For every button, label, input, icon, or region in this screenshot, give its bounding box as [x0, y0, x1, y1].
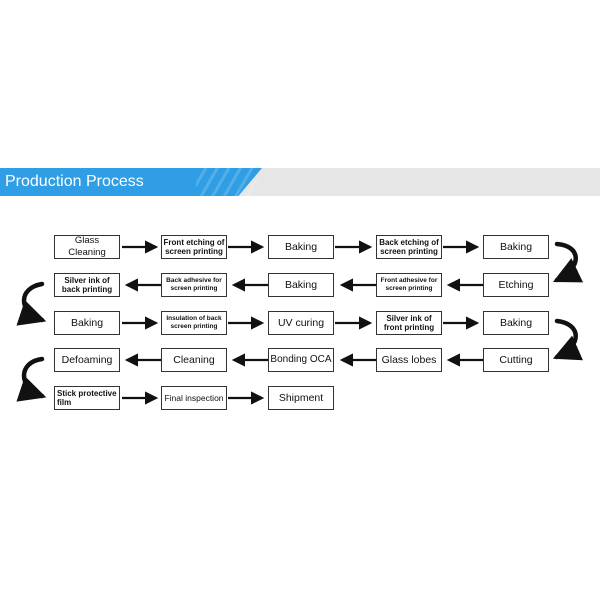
step-box-front-adhesive: Front adhesive for screen printing: [376, 273, 442, 297]
step-label: Etching: [498, 279, 534, 291]
step-box-final-inspection: Final inspection: [161, 386, 227, 410]
step-label: Baking: [284, 279, 318, 291]
step-box-silver-front: Silver ink of front printing: [376, 311, 442, 335]
step-label: Insulation of back screen printing: [166, 315, 222, 330]
step-box-uv-curing: UV curing: [268, 311, 334, 335]
step-box-etching: Etching: [483, 273, 549, 297]
step-box-back-etching: Back etching of screen printing: [376, 235, 442, 259]
step-label: Front adhesive for screen printing: [380, 277, 438, 292]
step-box-baking-5: Baking: [483, 311, 549, 335]
step-box-front-etching: Front etching of screen printing: [161, 235, 227, 259]
step-label: Shipment: [278, 392, 324, 404]
step-label: Stick protective film: [57, 389, 117, 407]
step-box-baking-2: Baking: [483, 235, 549, 259]
step-label: Baking: [499, 241, 533, 253]
step-label: Cleaning: [173, 354, 215, 366]
step-label: Glass Cleaning: [68, 235, 106, 258]
step-box-cutting: Cutting: [483, 348, 549, 372]
step-box-bonding-oca: Bonding OCA: [268, 348, 334, 372]
step-box-baking-4: Baking: [54, 311, 120, 335]
step-box-insulation: Insulation of back screen printing: [161, 311, 227, 335]
step-box-glass-cleaning: Glass Cleaning: [54, 235, 120, 259]
step-label: Front etching of screen printing: [163, 238, 225, 256]
step-box-cleaning: Cleaning: [161, 348, 227, 372]
header-stripe-pattern: [196, 168, 262, 196]
curved-arrow-right-down: [552, 241, 584, 283]
step-box-defoaming: Defoaming: [54, 348, 120, 372]
step-label: Glass lobes: [381, 354, 437, 366]
step-label: Silver ink of front printing: [383, 314, 435, 332]
step-box-shipment: Shipment: [268, 386, 334, 410]
step-box-back-adhesive: Back adhesive for screen printing: [161, 273, 227, 297]
step-box-stick-film: Stick protective film: [54, 386, 120, 410]
step-label: Defoaming: [61, 354, 113, 366]
step-label: Baking: [499, 317, 533, 329]
step-label: Baking: [284, 241, 318, 253]
curved-arrow-left-down: [16, 281, 47, 326]
curved-arrow-right-down: [552, 318, 584, 361]
step-box-glass-lobes: Glass lobes: [376, 348, 442, 372]
page-title: Production Process: [5, 173, 144, 190]
step-box-silver-back: Silver ink of back printing: [54, 273, 120, 297]
step-box-baking-1: Baking: [268, 235, 334, 259]
step-box-baking-3: Baking: [268, 273, 334, 297]
step-label: Back etching of screen printing: [379, 238, 439, 256]
step-label: Bonding OCA: [270, 354, 332, 365]
step-label: Back adhesive for screen printing: [166, 277, 222, 292]
step-label: Silver ink of back printing: [61, 276, 113, 294]
step-label: Cutting: [499, 354, 533, 366]
step-label: Final inspection: [164, 393, 224, 403]
curved-arrow-left-down: [16, 356, 47, 402]
step-label: Baking: [70, 317, 104, 329]
header-accent-strip: [0, 168, 262, 196]
step-label: UV curing: [277, 317, 325, 329]
